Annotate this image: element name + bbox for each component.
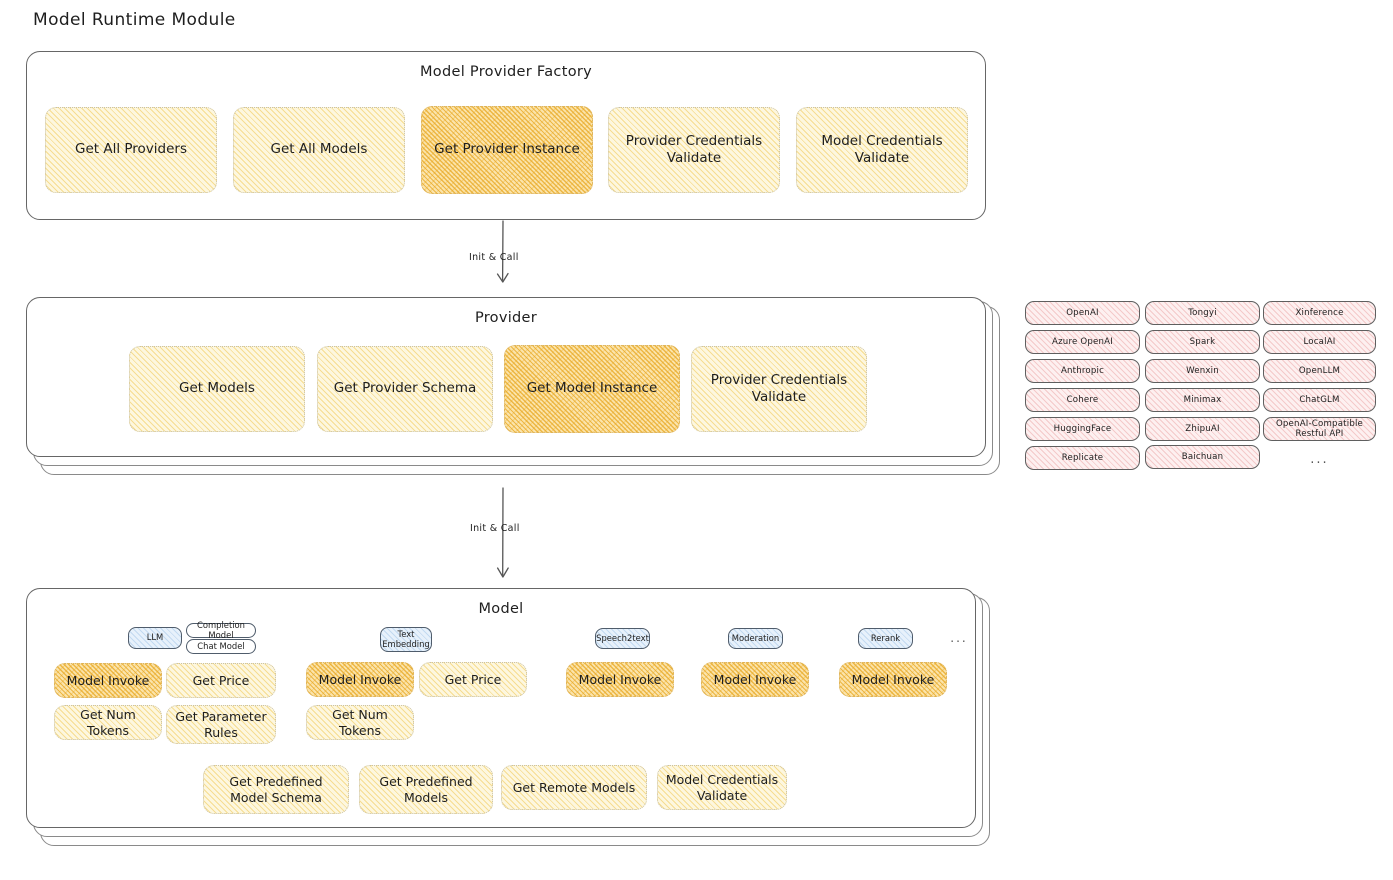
model-node-text-embedding-get-price[interactable]: Get Price (419, 662, 527, 697)
model-badge-chat-model[interactable]: Chat Model (186, 639, 256, 654)
provider-chip-anthropic[interactable]: Anthropic (1025, 359, 1140, 383)
provider-chip-azure-openai[interactable]: Azure OpenAI (1025, 330, 1140, 354)
provider-node-get-model-instance[interactable]: Get Model Instance (504, 345, 680, 433)
model-node-llm-get-num-tokens[interactable]: Get Num Tokens (54, 705, 162, 740)
model-node-get-predefined-model-schema[interactable]: Get Predefined Model Schema (203, 765, 349, 814)
provider-chip-cohere[interactable]: Cohere (1025, 388, 1140, 412)
provider-chip-baichuan[interactable]: Baichuan (1145, 445, 1260, 469)
provider-chip-spark[interactable]: Spark (1145, 330, 1260, 354)
provider-chip-tongyi[interactable]: Tongyi (1145, 301, 1260, 325)
factory-node-provider-credentials-validate[interactable]: Provider Credentials Validate (608, 107, 780, 193)
factory-node-get-all-models[interactable]: Get All Models (233, 107, 405, 193)
provider-chip-zhipuai[interactable]: ZhipuAI (1145, 417, 1260, 441)
model-node-llm-get-parameter-rules[interactable]: Get Parameter Rules (166, 705, 276, 744)
provider-title: Provider (474, 310, 538, 326)
model-badge-moderation[interactable]: Moderation (728, 628, 783, 649)
model-badge-more: ... (950, 630, 968, 645)
provider-chip-minimax[interactable]: Minimax (1145, 388, 1260, 412)
model-node-rerank-model-invoke[interactable]: Model Invoke (839, 662, 947, 697)
provider-chip-more: ... (1310, 451, 1329, 467)
provider-node-provider-credentials-validate[interactable]: Provider Credentials Validate (691, 346, 867, 432)
provider-chip-replicate[interactable]: Replicate (1025, 446, 1140, 470)
provider-chip-wenxin[interactable]: Wenxin (1145, 359, 1260, 383)
model-node-llm-get-price[interactable]: Get Price (166, 663, 276, 698)
factory-node-get-provider-instance[interactable]: Get Provider Instance (421, 106, 593, 194)
page-title: Model Runtime Module (33, 10, 236, 30)
model-provider-factory-title: Model Provider Factory (419, 64, 593, 80)
factory-node-model-credentials-validate[interactable]: Model Credentials Validate (796, 107, 968, 193)
provider-chip-openai[interactable]: OpenAI (1025, 301, 1140, 325)
provider-node-get-provider-schema[interactable]: Get Provider Schema (317, 346, 493, 432)
provider-chip-xinference[interactable]: Xinference (1263, 301, 1376, 325)
model-badge-completion-model[interactable]: Completion Model (186, 620, 256, 639)
model-node-llm-model-invoke[interactable]: Model Invoke (54, 663, 162, 698)
model-title: Model (478, 601, 524, 617)
provider-chip-huggingface[interactable]: HuggingFace (1025, 417, 1140, 441)
model-node-moderation-model-invoke[interactable]: Model Invoke (701, 662, 809, 697)
arrow-provider-to-model: Init & Call (470, 487, 590, 592)
provider-node-get-models[interactable]: Get Models (129, 346, 305, 432)
model-node-speech2text-model-invoke[interactable]: Model Invoke (566, 662, 674, 697)
provider-chip-openllm[interactable]: OpenLLM (1263, 359, 1376, 383)
model-node-text-embedding-model-invoke[interactable]: Model Invoke (306, 662, 414, 697)
model-badge-text-embedding[interactable]: Text Embedding (380, 627, 432, 652)
model-badge-rerank[interactable]: Rerank (858, 628, 913, 649)
model-badge-llm[interactable]: LLM (128, 627, 182, 649)
provider-chip-openai-compatible-restful-api[interactable]: OpenAI-Compatible Restful API (1263, 417, 1376, 441)
provider-chip-chatglm[interactable]: ChatGLM (1263, 388, 1376, 412)
arrow-label-init-and-call-1: Init & Call (469, 252, 519, 263)
arrow-down-icon (496, 220, 509, 283)
model-node-text-embedding-get-num-tokens[interactable]: Get Num Tokens (306, 705, 414, 740)
arrow-label-init-and-call-2: Init & Call (470, 523, 520, 534)
model-node-model-credentials-validate[interactable]: Model Credentials Validate (657, 765, 787, 810)
model-node-get-remote-models[interactable]: Get Remote Models (501, 765, 647, 810)
model-node-get-predefined-models[interactable]: Get Predefined Models (359, 765, 493, 814)
model-badge-speech2text[interactable]: Speech2text (595, 628, 650, 649)
arrow-factory-to-provider: Init & Call (469, 220, 590, 300)
arrow-down-icon (496, 487, 509, 578)
provider-chip-localai[interactable]: LocalAI (1263, 330, 1376, 354)
factory-node-get-all-providers[interactable]: Get All Providers (45, 107, 217, 193)
